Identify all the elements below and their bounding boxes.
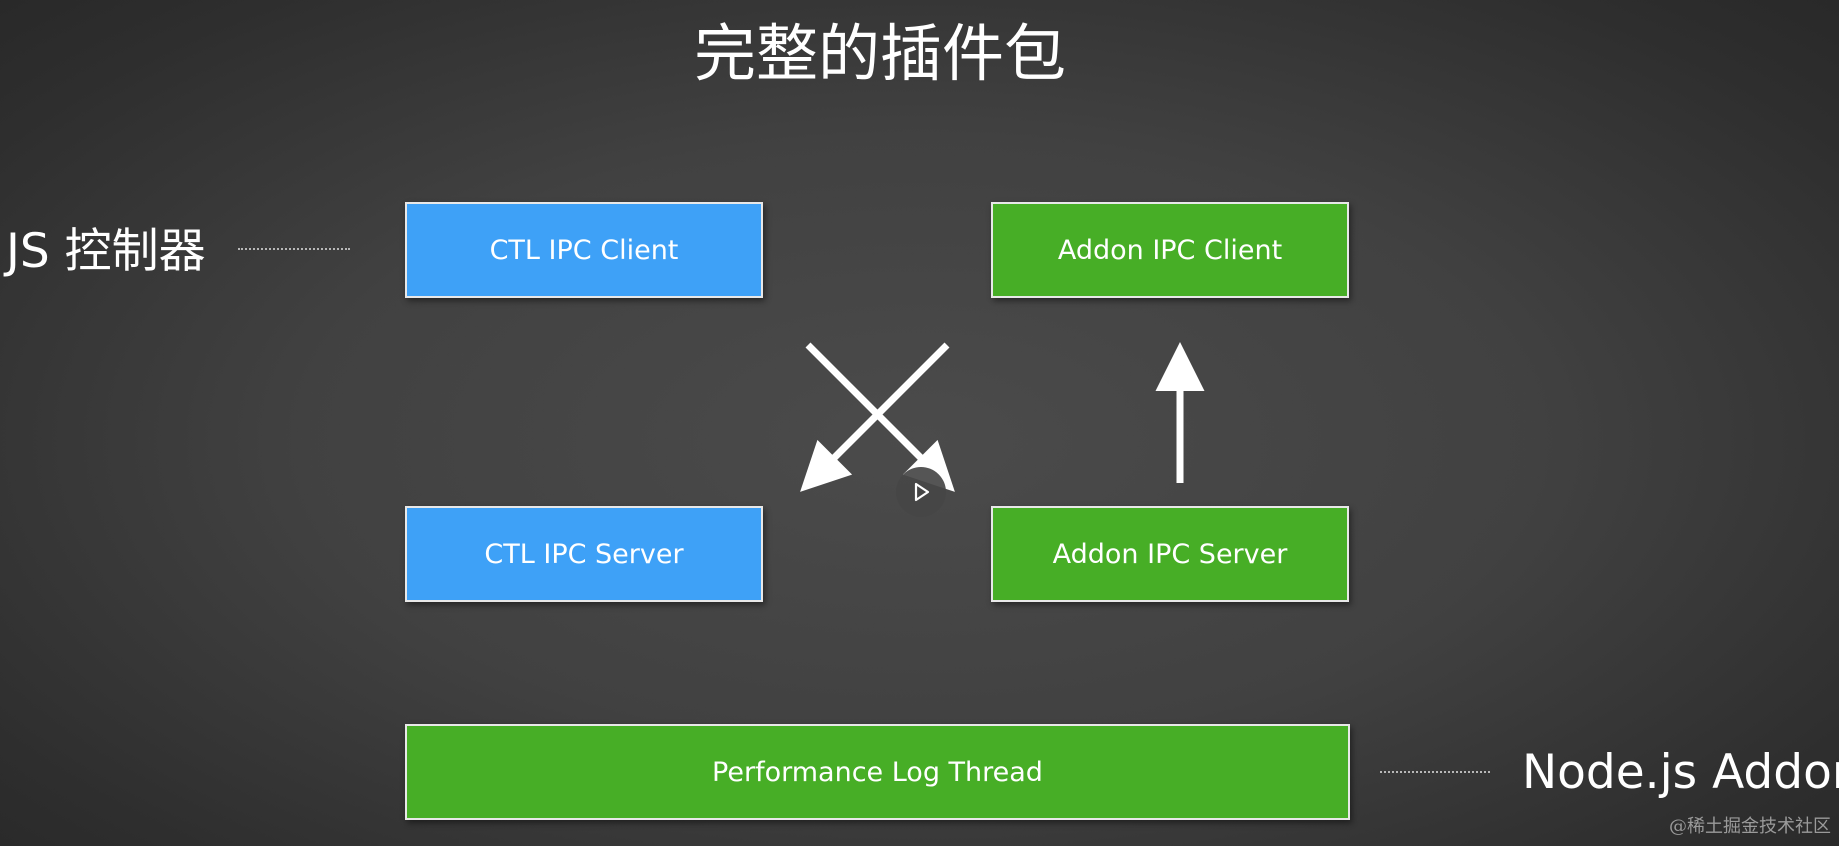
addon-ipc-client-box: Addon IPC Client	[991, 202, 1349, 298]
nodejs-addon-dotted-leader	[1380, 771, 1490, 773]
js-controller-dotted-leader	[238, 248, 350, 250]
slide-title: 完整的插件包	[693, 17, 1066, 90]
performance-log-thread-box: Performance Log Thread	[405, 724, 1350, 820]
addon-ipc-server-box: Addon IPC Server	[991, 506, 1349, 602]
nodejs-addon-label: Node.js Addon	[1522, 745, 1839, 800]
ctl-ipc-server-box: CTL IPC Server	[405, 506, 763, 602]
play-icon	[914, 482, 930, 502]
play-button[interactable]	[896, 467, 946, 517]
ctl-ipc-client-box: CTL IPC Client	[405, 202, 763, 298]
watermark: @稀土掘金技术社区	[1669, 816, 1831, 837]
js-controller-label: JS 控制器	[6, 224, 206, 279]
addon-to-ctl-server-arrow	[800, 342, 950, 492]
